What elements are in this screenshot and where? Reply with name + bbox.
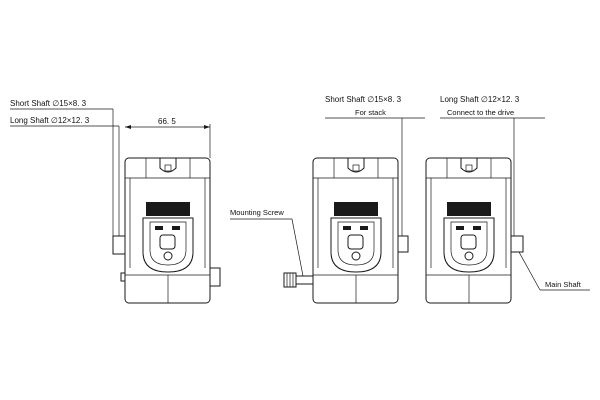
unit-right-top-screw	[465, 164, 473, 172]
unit-right-main-shaft	[510, 235, 524, 253]
unit-left-foot	[209, 267, 221, 287]
unit-middle	[230, 117, 425, 304]
unit-middle-top-bump	[347, 158, 365, 173]
label-dimension: 66. 5	[158, 117, 176, 126]
label-main-shaft: Main Shaft	[545, 280, 582, 289]
unit-middle-top-screw	[352, 164, 360, 172]
unit-right-indicator-1	[456, 226, 464, 230]
unit-middle-window-inner	[337, 221, 375, 266]
unit-left-connector	[159, 234, 176, 250]
unit-right-label-band	[447, 202, 491, 216]
unit-left-window-outer	[142, 217, 194, 273]
unit-left-indicator-1	[155, 226, 163, 230]
dimension-arrow-left	[125, 125, 131, 129]
unit-middle-shaft	[397, 235, 409, 253]
label-for-stack: For stack	[355, 108, 386, 117]
unit-left-label-band	[146, 202, 190, 216]
unit-middle-body	[312, 157, 399, 304]
unit-middle-indicator-1	[343, 226, 351, 230]
unit-middle-label-band	[334, 202, 378, 216]
leader-main-shaft-diag	[518, 251, 541, 291]
unit-middle-window-outer	[330, 217, 382, 273]
unit-middle-indicator-2	[360, 226, 368, 230]
unit-right-body	[425, 157, 512, 304]
unit-left-knob	[163, 251, 173, 261]
label-short-shaft-mid: Short Shaft ∅15×8. 3	[325, 95, 402, 104]
unit-right	[425, 117, 590, 304]
unit-right-knob	[464, 251, 474, 261]
unit-middle-connector	[347, 234, 364, 250]
dimension-arrow-right	[204, 125, 210, 129]
unit-right-window-inner	[450, 221, 488, 266]
label-connect-drive: Connect to the drive	[447, 108, 514, 117]
unit-left-body	[124, 157, 211, 304]
mounting-screw-shank	[295, 275, 314, 285]
label-short-shaft-left: Short Shaft ∅15×8. 3	[10, 99, 87, 108]
unit-right-connector	[460, 234, 477, 250]
label-long-shaft-left: Long Shaft ∅12×12. 3	[10, 116, 90, 125]
unit-left-top-bump	[159, 158, 177, 173]
label-long-shaft-right: Long Shaft ∅12×12. 3	[440, 95, 520, 104]
unit-right-window-outer	[443, 217, 495, 273]
unit-left	[10, 108, 221, 304]
unit-left-nub	[120, 272, 126, 282]
unit-left-window-inner	[149, 221, 187, 266]
unit-left-shaft	[112, 235, 126, 255]
unit-middle-knob	[351, 251, 361, 261]
unit-left-indicator-2	[172, 226, 180, 230]
unit-right-top-bump	[460, 158, 478, 173]
unit-right-indicator-2	[473, 226, 481, 230]
leader-mounting-screw-diag	[291, 218, 304, 277]
label-mounting-screw: Mounting Screw	[230, 208, 284, 217]
unit-left-top-screw	[164, 164, 172, 172]
